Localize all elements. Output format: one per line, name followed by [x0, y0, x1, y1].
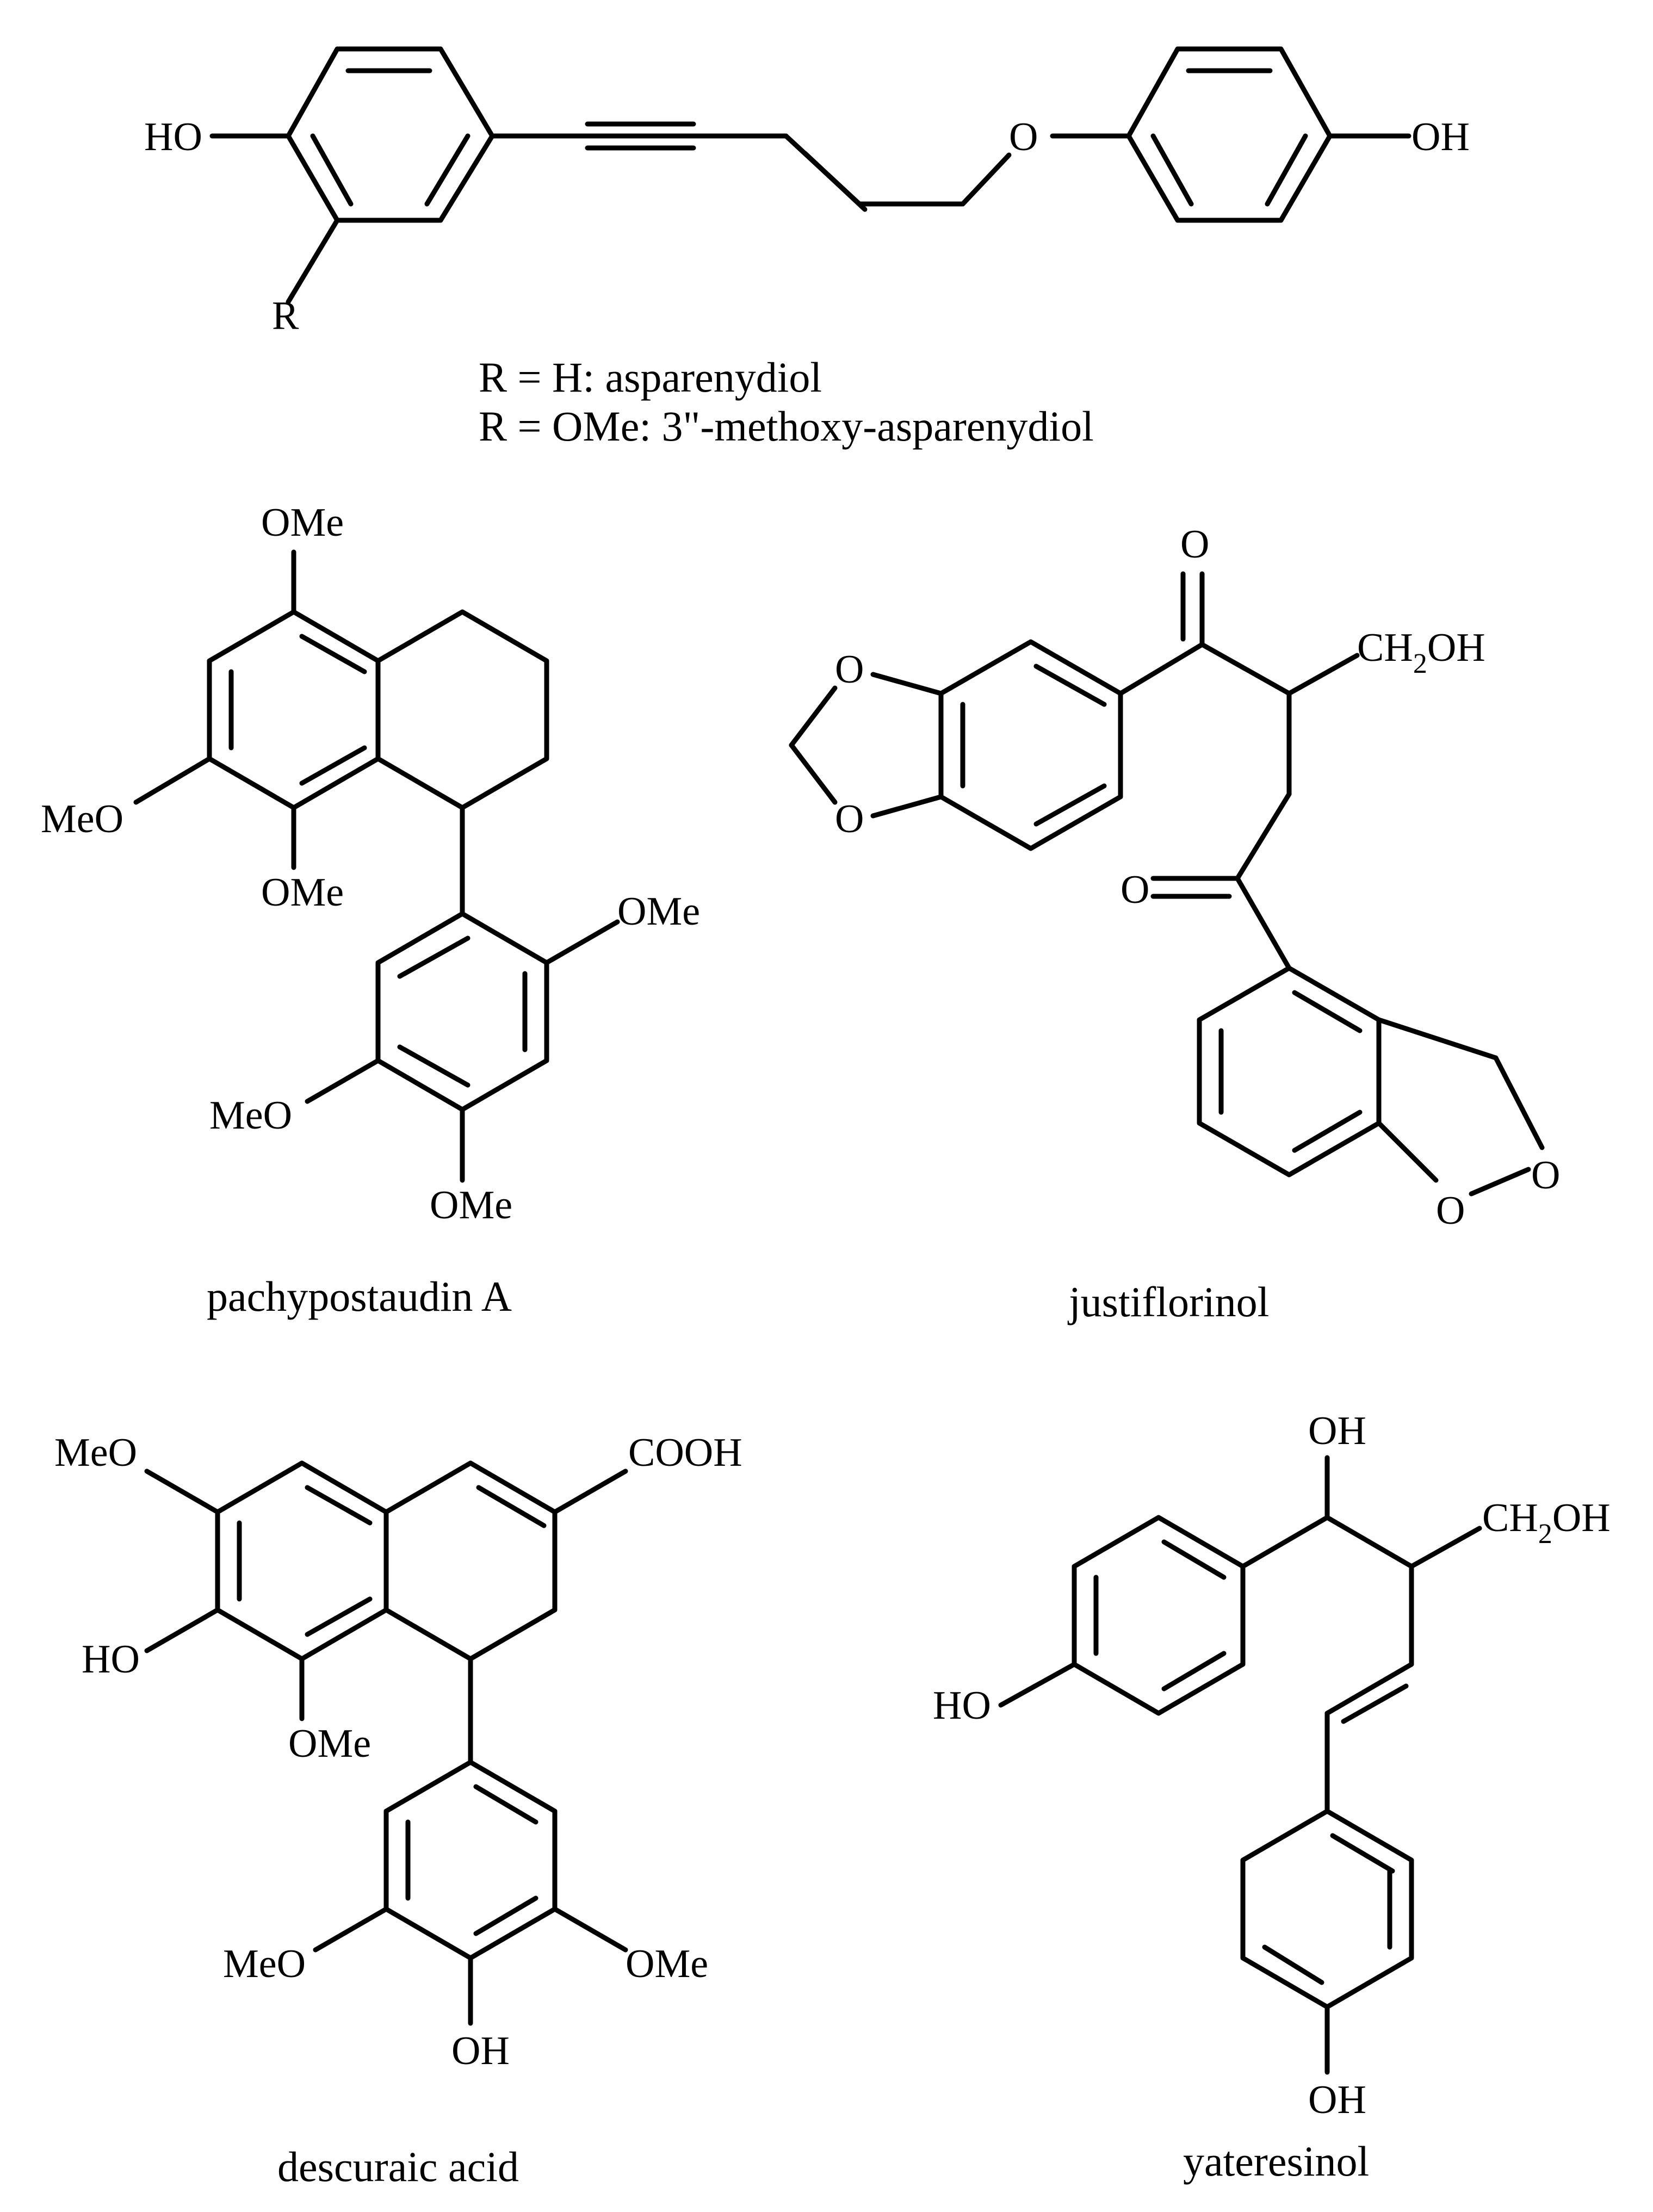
descuraic-ho-label: HO — [82, 1637, 140, 1682]
justiflorinol-o-diox-top-label: O — [835, 647, 864, 692]
justiflorinol-o-diox-bottom-label: O — [835, 797, 864, 841]
descuraic-cooh-label: COOH — [628, 1430, 742, 1475]
pachypostaudin-ome-right-label: OMe — [617, 889, 700, 934]
yateresinol-oh-top-label: OH — [1308, 1409, 1366, 1453]
pachypostaudin-ome-bottom-label: OMe — [430, 1183, 512, 1228]
justiflorinol-o-ring-bottom-label: O — [1436, 1188, 1465, 1233]
justiflorinol-ch2oh-label: CH2OH — [1357, 625, 1485, 679]
pachypostaudin-ome-mid-label: OMe — [261, 870, 344, 915]
justiflorinol-o-ketone-left-label: O — [1120, 868, 1149, 912]
asparenydiol-ho-label: HO — [144, 115, 202, 159]
justiflorinol-o-ketone-top-label: O — [1180, 522, 1209, 567]
justiflorinol-ch2oh-main: CH — [1357, 625, 1413, 670]
asparenydiol-bonds — [209, 46, 1411, 305]
yateresinol-ch2oh-sub: 2 — [1538, 1519, 1552, 1550]
justiflorinol-caption: justiflorinol — [1067, 1278, 1269, 1325]
asparenydiol-structure: HO O OH R R = H: asparenydiol R = OMe: 3… — [144, 46, 1470, 450]
descuraic-ome-mid-label: OMe — [288, 1721, 371, 1766]
yateresinol-ch2oh-main: CH — [1482, 1496, 1538, 1540]
pachypostaudin-bonds — [133, 549, 620, 1183]
descuraic-ome-lower-label: OMe — [626, 1942, 708, 1986]
asparenydiol-r-label: R — [272, 294, 299, 338]
asparenydiol-caption-line1: R = H: asparenydiol — [479, 354, 822, 401]
yateresinol-structure: OH CH2OH HO OH yateresinol — [933, 1409, 1611, 2185]
descuraic-caption: descuraic acid — [277, 2143, 519, 2190]
yateresinol-ch2oh-label: CH2OH — [1482, 1496, 1611, 1550]
yateresinol-bonds — [998, 1455, 1482, 2075]
asparenydiol-oh-label: OH — [1411, 115, 1470, 159]
yateresinol-ch2oh-tail: OH — [1552, 1496, 1611, 1540]
justiflorinol-structure: O CH2OH O O O O O justiflorinol — [789, 522, 1560, 1325]
descuraic-oh-bottom-label: OH — [451, 2029, 510, 2073]
justiflorinol-ch2oh-sub: 2 — [1413, 648, 1427, 679]
yateresinol-ho-left-label: HO — [933, 1683, 991, 1728]
asparenydiol-caption-line2: R = OMe: 3"-methoxy-asparenydiol — [479, 402, 1094, 450]
justiflorinol-ch2oh-tail: OH — [1427, 625, 1485, 670]
descuraic-meo-lower-label: MeO — [223, 1942, 306, 1986]
descuraic-bonds — [144, 1460, 628, 2026]
yateresinol-caption: yateresinol — [1183, 2137, 1369, 2185]
descuraic-structure: MeO COOH HO OMe MeO OMe OH descuraic aci… — [54, 1430, 742, 2190]
yateresinol-oh-bottom-label: OH — [1308, 2078, 1366, 2122]
justiflorinol-bonds — [789, 571, 1545, 1197]
pachypostaudin-caption: pachypostaudin A — [207, 1273, 512, 1320]
pachypostaudin-meo-left-label: MeO — [41, 797, 123, 841]
descuraic-meo-top-label: MeO — [54, 1430, 137, 1475]
pachypostaudin-ome-top-label: OMe — [261, 500, 344, 545]
pachypostaudin-structure: OMe MeO OMe OMe MeO OMe pachypostaudin A — [41, 500, 700, 1320]
asparenydiol-o-label: O — [1009, 115, 1038, 159]
pachypostaudin-meo-lower-label: MeO — [209, 1093, 292, 1138]
justiflorinol-o-ring-right-label: O — [1531, 1153, 1560, 1198]
